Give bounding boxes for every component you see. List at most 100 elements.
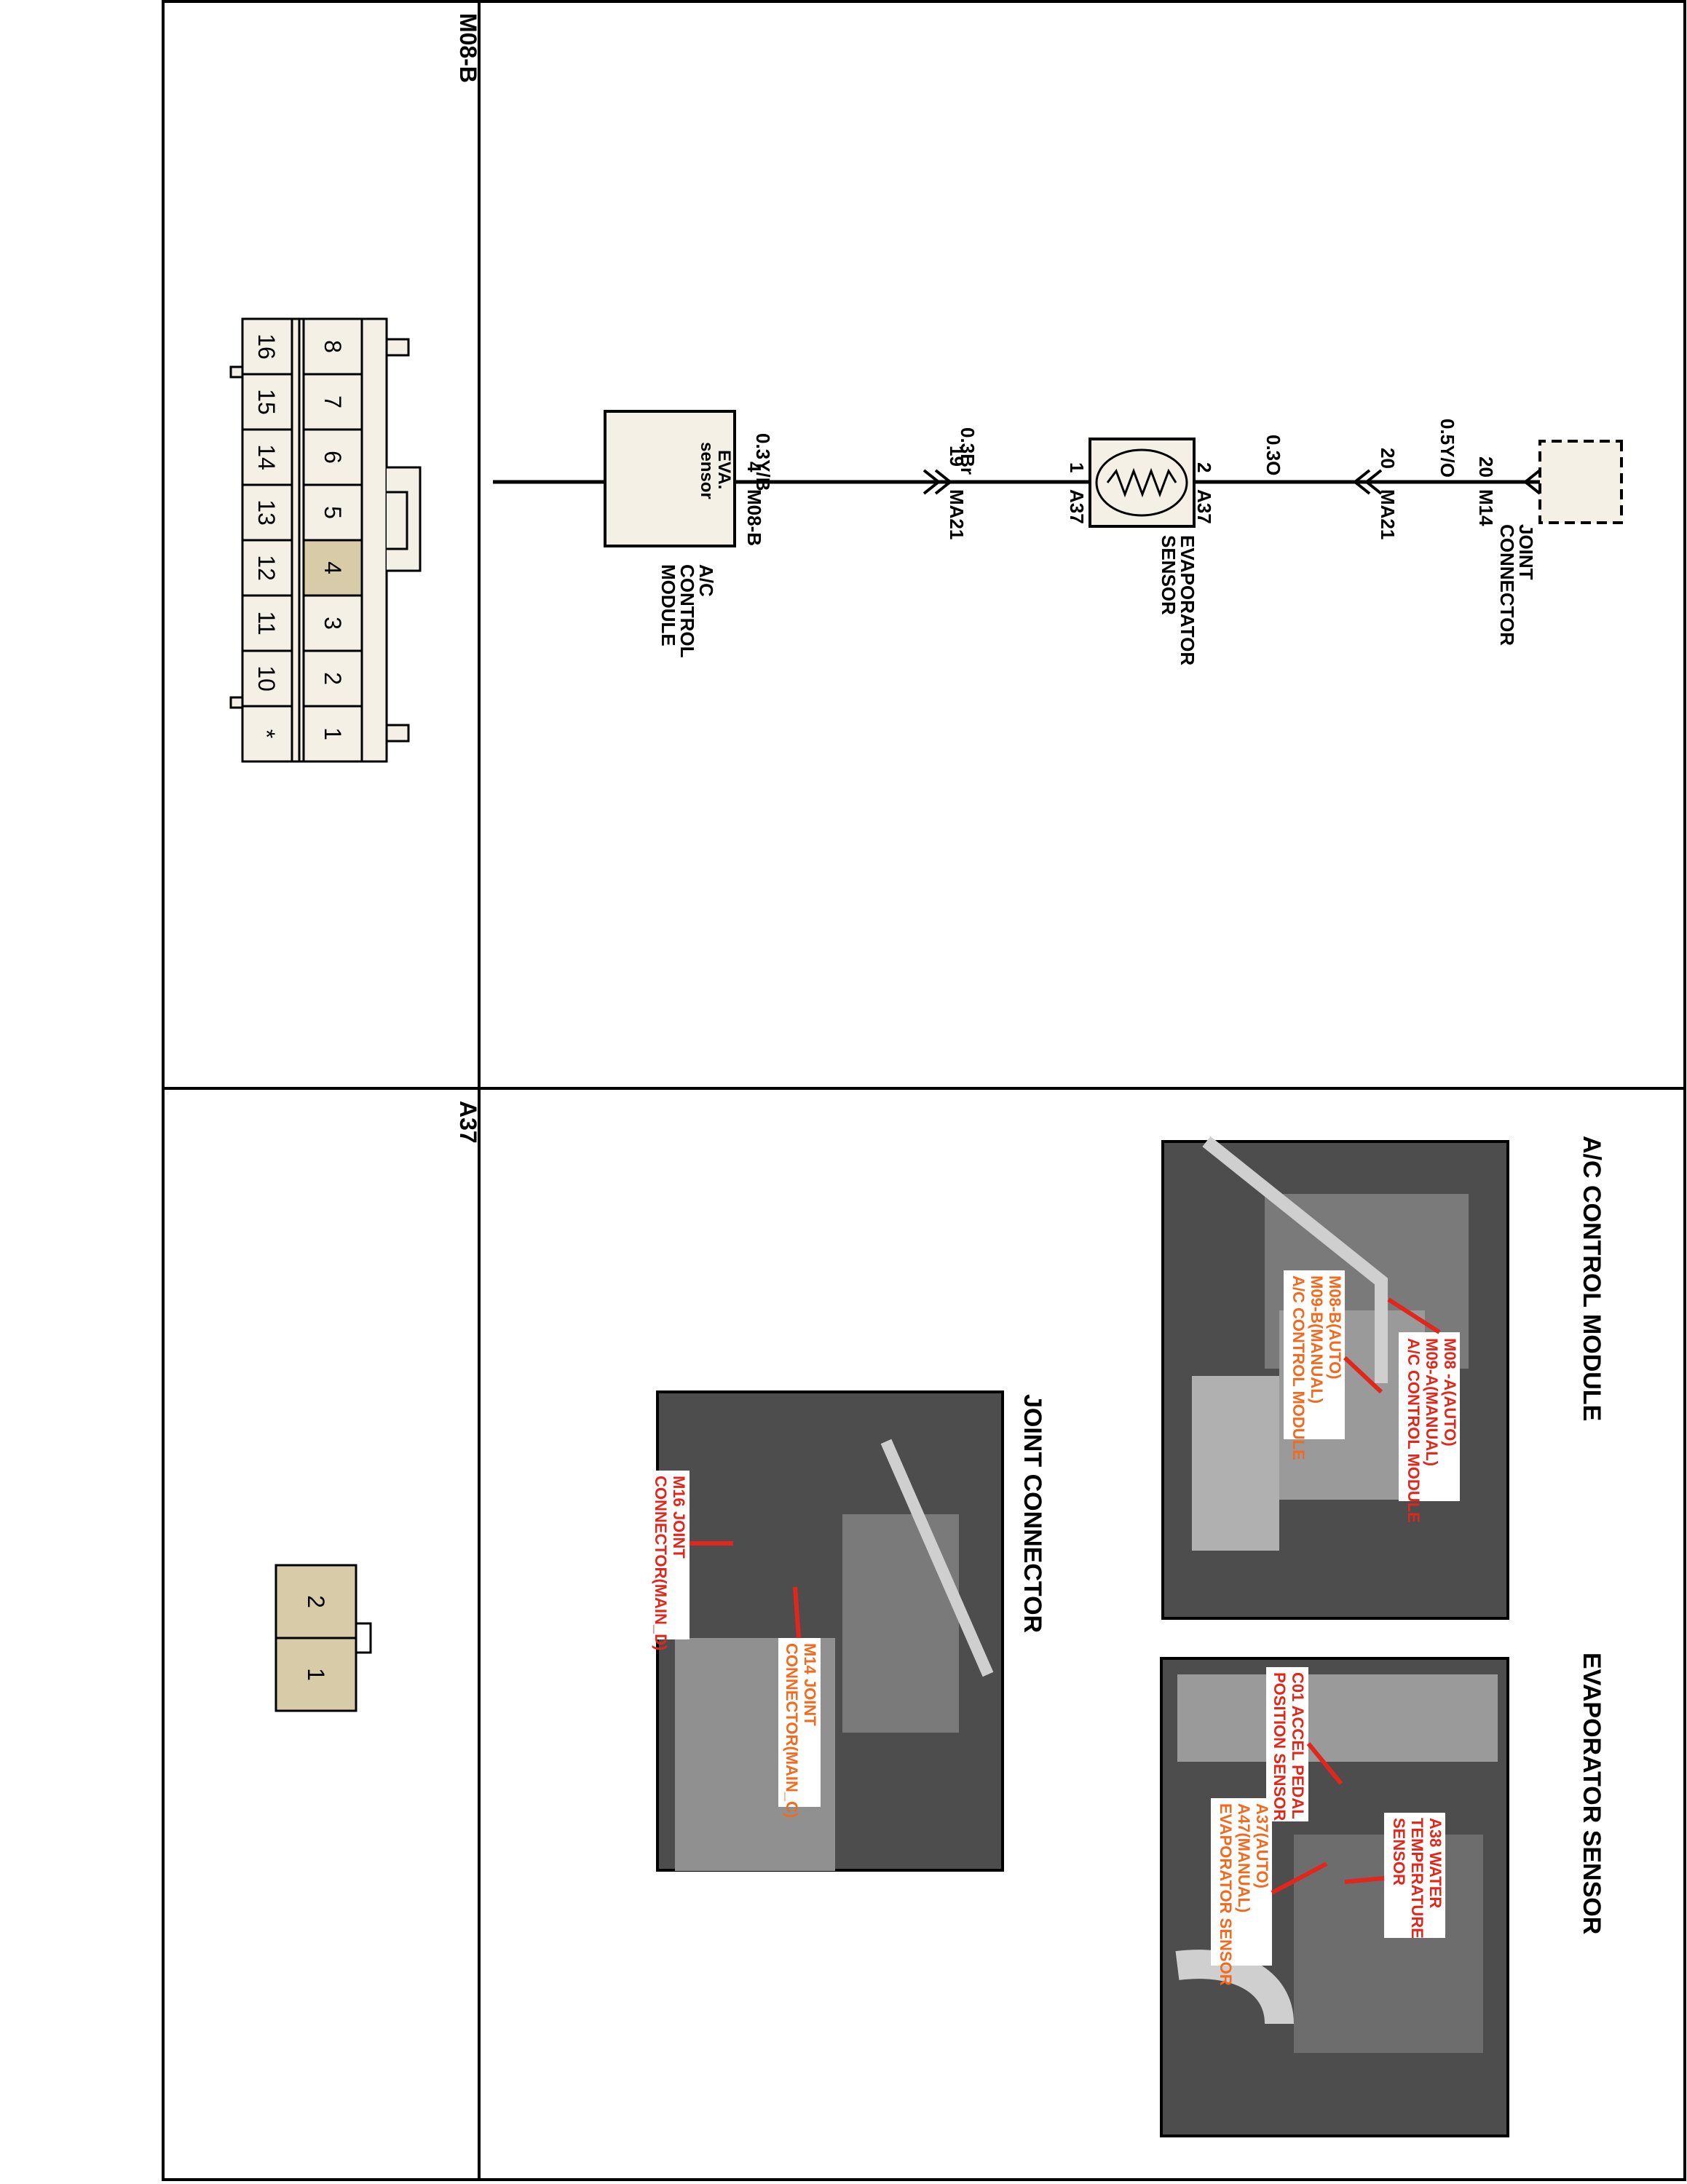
joint-connector-label-1: JOINT xyxy=(1515,524,1537,580)
m08b-bottom-row xyxy=(241,317,293,763)
photo-ac-label-2: M08-B(AUTO) M09-B(MANUAL) A/C CONTROL MO… xyxy=(1284,1270,1345,1460)
module-label-2: CONTROL xyxy=(676,564,698,658)
a37-latch xyxy=(355,1622,372,1654)
m08b-pin-13: 13 xyxy=(253,499,280,526)
ma21-a-pin: 20 xyxy=(1377,448,1399,469)
photo-evaporator-sensor: EVAPORATOR SENSOR C01 ACCEL PEDAL POSITI… xyxy=(1160,1653,1605,2137)
m08b-pin-5: 5 xyxy=(320,506,346,519)
m08b-pin-3: 3 xyxy=(320,617,346,630)
m14-pin: 20 xyxy=(1475,456,1497,478)
m08b-pin-2: 2 xyxy=(320,672,346,685)
ma21-b-terminal xyxy=(922,469,953,495)
bottom-connector-label: A37 xyxy=(455,1101,481,1144)
sensor-connector-bottom: A37 xyxy=(1066,489,1088,524)
m08b-pin-12: 12 xyxy=(253,555,280,581)
svg-text:TEMPERATURE: TEMPERATURE xyxy=(1408,1818,1426,1939)
svg-text:A/C CONTROL MODULE: A/C CONTROL MODULE xyxy=(1404,1338,1423,1523)
m08b-pin-8: 8 xyxy=(320,340,346,353)
m08b-pin-6: 6 xyxy=(320,451,346,464)
sensor-pin-top: 2 xyxy=(1193,462,1215,472)
m08b-pin-16: 16 xyxy=(253,333,280,360)
svg-text:M09-A(MANUAL): M09-A(MANUAL) xyxy=(1423,1338,1441,1466)
evaporator-sensor-box xyxy=(1089,438,1196,528)
svg-text:M14 JOINT: M14 JOINT xyxy=(801,1643,819,1726)
m08b-pin-7: 7 xyxy=(320,395,346,408)
svg-text:A/C CONTROL MODULE: A/C CONTROL MODULE xyxy=(1289,1275,1308,1460)
svg-text:A38 WATER: A38 WATER xyxy=(1426,1818,1445,1908)
photo-evap-title: EVAPORATOR SENSOR xyxy=(1578,1653,1605,1934)
svg-text:POSITION SENSOR: POSITION SENSOR xyxy=(1271,1672,1289,1821)
a37-pin-1: 1 xyxy=(303,1668,329,1681)
wire-ma21-b-code: 0.3Br xyxy=(957,427,979,475)
photo-ac-arrow-2 xyxy=(1343,1356,1383,1394)
m14-connector: M14 xyxy=(1475,489,1497,526)
svg-text:M08 -A(AUTO): M08 -A(AUTO) xyxy=(1441,1338,1459,1447)
photo-evap-label-1: C01 ACCEL PEDAL POSITION SENSOR xyxy=(1266,1667,1308,1821)
svg-text:EVAPORATOR SENSOR: EVAPORATOR SENSOR xyxy=(1217,1803,1235,1986)
m08b-pin-4: 4 xyxy=(320,561,346,574)
module-inner-1: EVA. xyxy=(714,450,734,489)
svg-text:M08-B(AUTO): M08-B(AUTO) xyxy=(1326,1275,1344,1380)
top-connector-label: M08-B xyxy=(455,13,481,83)
ma21-b-connector: MA21 xyxy=(946,489,968,539)
m08b-pin-1: 1 xyxy=(320,727,346,740)
m08b-latches xyxy=(229,338,422,743)
wire-top-code: 0.5Y/O xyxy=(1437,419,1458,478)
m08b-pin-15: 15 xyxy=(253,389,280,415)
photo-ac-title: A/C CONTROL MODULE xyxy=(1578,1136,1605,1421)
ma21-a-terminal xyxy=(1352,469,1383,495)
m14-terminal xyxy=(1522,469,1541,495)
module-inner-2: sensor xyxy=(697,442,716,499)
module-label-3: MODULE xyxy=(657,564,679,646)
svg-text:M09-B(MANUAL): M09-B(MANUAL) xyxy=(1308,1275,1326,1404)
connector-m08b: 8 7 6 5 4 3 2 1 16 15 14 13 12 11 10 * xyxy=(229,317,422,763)
svg-text:CONNECTOR(MAIN_D): CONNECTOR(MAIN_D) xyxy=(652,1476,670,1650)
ma21-b-pin: 19 xyxy=(946,446,968,467)
photo-ac-arrow-1 xyxy=(1387,1297,1441,1334)
sensor-label-2: SENSOR xyxy=(1158,535,1180,615)
photo-evap-arrow-3 xyxy=(1271,1861,1328,1895)
wire-ma21-a-code: 0.3O xyxy=(1263,435,1284,475)
sensor-label-1: EVAPORATOR xyxy=(1177,535,1198,665)
svg-text:C01 ACCEL PEDAL: C01 ACCEL PEDAL xyxy=(1289,1672,1307,1819)
photo-ac-control-module: A/C CONTROL MODULE M08 -A(AUTO) M09-A(MA… xyxy=(1161,1136,1605,1620)
svg-text:SENSOR: SENSOR xyxy=(1390,1818,1408,1886)
joint-connector-label-2: CONNECTOR xyxy=(1496,524,1518,646)
wire-bottom-code: 0.3Y/B xyxy=(752,433,774,491)
svg-text:CONNECTOR(MAIN_C): CONNECTOR(MAIN_C) xyxy=(783,1643,801,1818)
svg-text:M16 JOINT: M16 JOINT xyxy=(670,1476,688,1559)
photo-evap-label-3: A37(AUTO) A47(MANUAL) EVAPORATOR SENSOR xyxy=(1211,1798,1272,1986)
photo-evap-arrow-2 xyxy=(1344,1876,1385,1884)
sensor-connector-top: A37 xyxy=(1193,489,1215,524)
module-label-1: A/C xyxy=(695,564,717,597)
ma21-a-connector: MA21 xyxy=(1377,489,1399,539)
thermistor-symbol xyxy=(1095,448,1188,517)
svg-text:A37(AUTO): A37(AUTO) xyxy=(1253,1803,1271,1888)
m08b-pin-10: 10 xyxy=(253,665,280,692)
page-frame xyxy=(162,0,1686,2181)
a37-pin-2: 2 xyxy=(303,1595,329,1608)
m08b-pin-star: * xyxy=(253,729,280,738)
ac-control-module-box xyxy=(604,410,736,547)
photo-joint-label-2: M14 JOINT CONNECTOR(MAIN_C) xyxy=(778,1638,821,1818)
photo-ac-label-1: M08 -A(AUTO) M09-A(MANUAL) A/C CONTROL M… xyxy=(1399,1332,1460,1523)
m08b-pin-11: 11 xyxy=(253,611,280,635)
connector-a37: 2 1 xyxy=(274,1564,372,1712)
resistor-icon xyxy=(1106,467,1177,498)
photo-evap-arrow-1 xyxy=(1306,1742,1343,1785)
m08b-top-row xyxy=(302,317,363,763)
photo-joint-title: JOINT CONNECTOR xyxy=(1019,1394,1046,1633)
m08b-connector: M08-B xyxy=(743,489,765,546)
rotated-content: M08-B A37 JOINT CONNECTOR 20 M14 0.5Y/O … xyxy=(229,13,1623,2137)
schematic: JOINT CONNECTOR 20 M14 0.5Y/O 20 MA21 0.… xyxy=(493,410,1623,665)
m08b-pin: 4 xyxy=(743,462,765,472)
sensor-pin-bottom: 1 xyxy=(1066,462,1088,472)
photo-evap-label-2: A38 WATER TEMPERATURE SENSOR xyxy=(1384,1813,1445,1939)
photo-joint-arrow-2 xyxy=(793,1586,801,1639)
m08b-pin-14: 14 xyxy=(253,444,280,470)
svg-text:A47(MANUAL): A47(MANUAL) xyxy=(1235,1803,1253,1912)
photo-joint-label-1: M16 JOINT CONNECTOR(MAIN_D) xyxy=(647,1471,690,1650)
photo-joint-connector: JOINT CONNECTOR M16 JOINT CONNECTOR(MAIN… xyxy=(647,1390,1046,1872)
joint-connector-box xyxy=(1538,440,1623,524)
